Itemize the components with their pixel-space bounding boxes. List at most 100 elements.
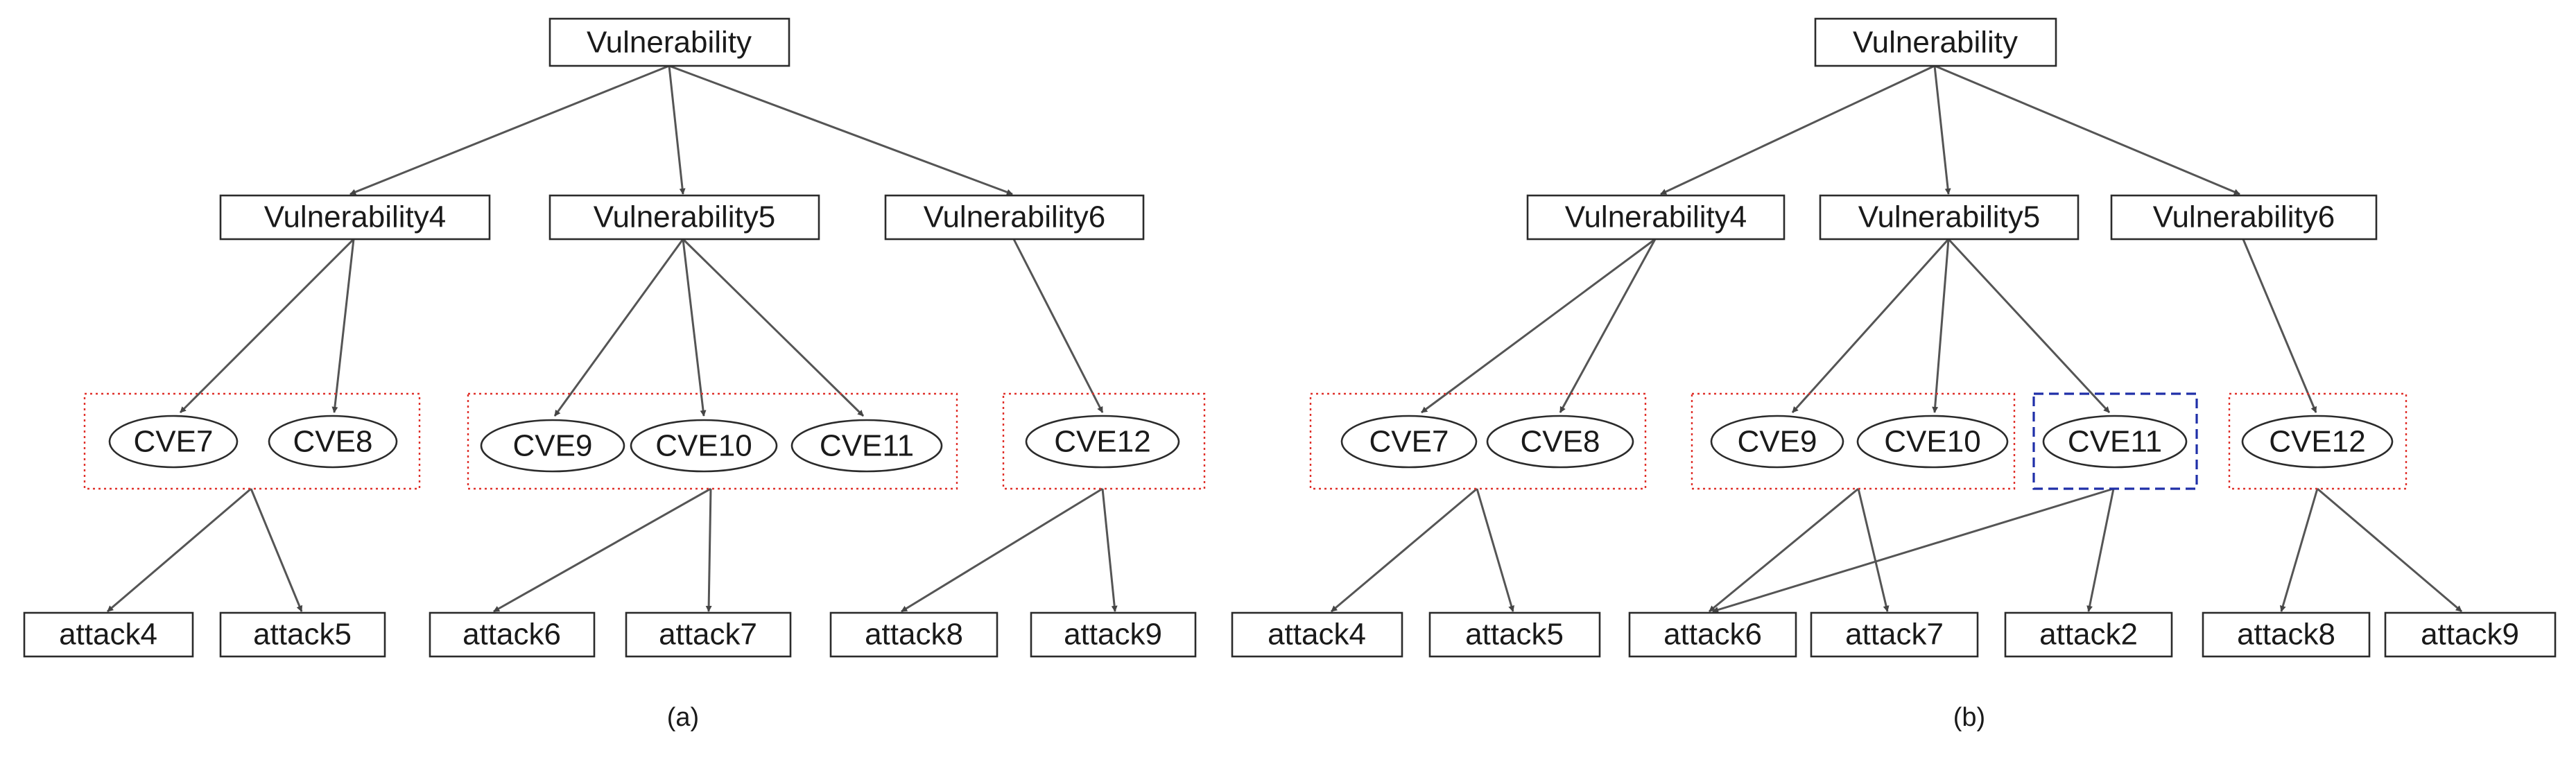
cve-label: CVE9 (513, 429, 593, 463)
cve-group (1309, 392, 1647, 490)
vulnerability-node: Vulnerability4 (1526, 194, 1786, 241)
edge (553, 238, 684, 417)
attack-node: attack7 (1810, 611, 1979, 658)
cve-node: CVE10 (630, 419, 778, 473)
edge (331, 238, 355, 413)
edge (668, 64, 1013, 195)
edge (179, 238, 355, 414)
cve-node: CVE10 (1856, 415, 2009, 469)
attack-node: attack6 (1628, 611, 1797, 658)
edge (1932, 238, 1950, 413)
vulnerability-label: Vulnerability5 (594, 200, 776, 234)
cve-label: CVE11 (820, 429, 914, 463)
edge (682, 238, 707, 417)
cve-node: CVE8 (1486, 415, 1634, 469)
attack-node: attack8 (2202, 611, 2371, 658)
attack-node: attack4 (1231, 611, 1403, 658)
cve-node: CVE11 (2042, 415, 2188, 469)
root-label: Vulnerability (587, 26, 752, 60)
cve-group (1002, 392, 1206, 490)
vulnerability-label: Vulnerability4 (264, 200, 447, 234)
attack-node: attack5 (1428, 611, 1601, 658)
panel-a-edges (107, 64, 1118, 613)
vulnerability-node: Vulnerability4 (219, 194, 491, 241)
attack-label: attack8 (2237, 618, 2335, 652)
attack-label: attack4 (1268, 618, 1366, 652)
cve-node: CVE8 (268, 415, 398, 469)
edge (2279, 488, 2319, 612)
attack-node: attack6 (429, 611, 596, 658)
edge (2242, 238, 2317, 413)
attack-label: attack6 (1663, 618, 1762, 652)
panel-caption: (b) (1953, 703, 1985, 732)
attack-label: attack6 (463, 618, 561, 652)
vulnerability-label: Vulnerability5 (1858, 200, 2041, 234)
edge (1857, 488, 1890, 612)
edge (1476, 488, 1515, 612)
cve-label: CVE11 (2068, 425, 2162, 459)
edge (1712, 487, 2114, 613)
cve-group (467, 392, 958, 490)
attack-label: attack5 (253, 618, 352, 652)
vulnerability-label: Vulnerability4 (1565, 200, 1747, 234)
edge (1933, 65, 1951, 195)
cve-label: CVE12 (1054, 425, 1150, 459)
attack-node: attack2 (2004, 611, 2173, 658)
cve-node: CVE9 (480, 419, 625, 473)
attack-node: attack9 (1030, 611, 1197, 658)
edge (682, 238, 865, 417)
root-label: Vulnerability (1853, 26, 2018, 60)
root-node: Vulnerability (1814, 17, 2057, 67)
cve-node: CVE9 (1710, 415, 1844, 469)
vulnerability-label: Vulnerability6 (2153, 200, 2335, 234)
attack-label: attack9 (2421, 618, 2519, 652)
panel-b: Vulnerability Vulnerability4 Vulnerabili… (1231, 17, 2557, 732)
attack-node: attack5 (219, 611, 386, 658)
attack-label: attack5 (1465, 618, 1564, 652)
edge (1421, 238, 1656, 414)
cve-label: CVE10 (655, 429, 752, 463)
attack-node: attack8 (829, 611, 999, 658)
vulnerability-node: Vulnerability6 (2110, 194, 2378, 241)
cve-label: CVE9 (1738, 425, 1817, 459)
cve-label: CVE8 (293, 425, 373, 459)
cve-label: CVE10 (1884, 425, 1980, 459)
panel-b-edges (1331, 64, 2462, 613)
edge (1947, 238, 2111, 414)
panel-a: Vulnerability Vulnerability4 Vulnerabili… (23, 17, 1206, 732)
edge (1559, 238, 1657, 413)
edge (493, 487, 711, 613)
edge (901, 487, 1103, 613)
vulnerability-node: Vulnerability5 (548, 194, 820, 241)
cve-label: CVE7 (134, 425, 214, 459)
edge (668, 65, 686, 195)
edge (2317, 487, 2462, 613)
cve-node: CVE11 (790, 419, 943, 473)
edge (705, 488, 712, 612)
cve-label: CVE7 (1369, 425, 1449, 459)
attack-node: attack4 (23, 611, 194, 658)
attack-label: attack8 (865, 618, 963, 652)
cve-node: CVE7 (1340, 415, 1478, 469)
edge (1101, 488, 1118, 612)
edge (349, 64, 670, 195)
edge (1934, 64, 2240, 195)
cve-node: CVE12 (1025, 415, 1180, 469)
attack-node: attack9 (2384, 611, 2557, 658)
edge (1709, 487, 1859, 613)
edge (250, 488, 303, 612)
attack-label: attack2 (2039, 618, 2138, 652)
root-node: Vulnerability (548, 17, 790, 67)
attack-node: attack7 (625, 611, 792, 658)
edge (1331, 487, 1478, 613)
vulnerability-node: Vulnerability6 (884, 194, 1145, 241)
edge (1660, 64, 1935, 195)
cve-label: CVE12 (2269, 425, 2365, 459)
cve-node: CVE12 (2241, 415, 2394, 469)
edge (107, 487, 252, 613)
vulnerability-node: Vulnerability5 (1819, 194, 2080, 241)
edge (1791, 238, 1950, 414)
attack-label: attack7 (659, 618, 757, 652)
attack-label: attack7 (1845, 618, 1944, 652)
